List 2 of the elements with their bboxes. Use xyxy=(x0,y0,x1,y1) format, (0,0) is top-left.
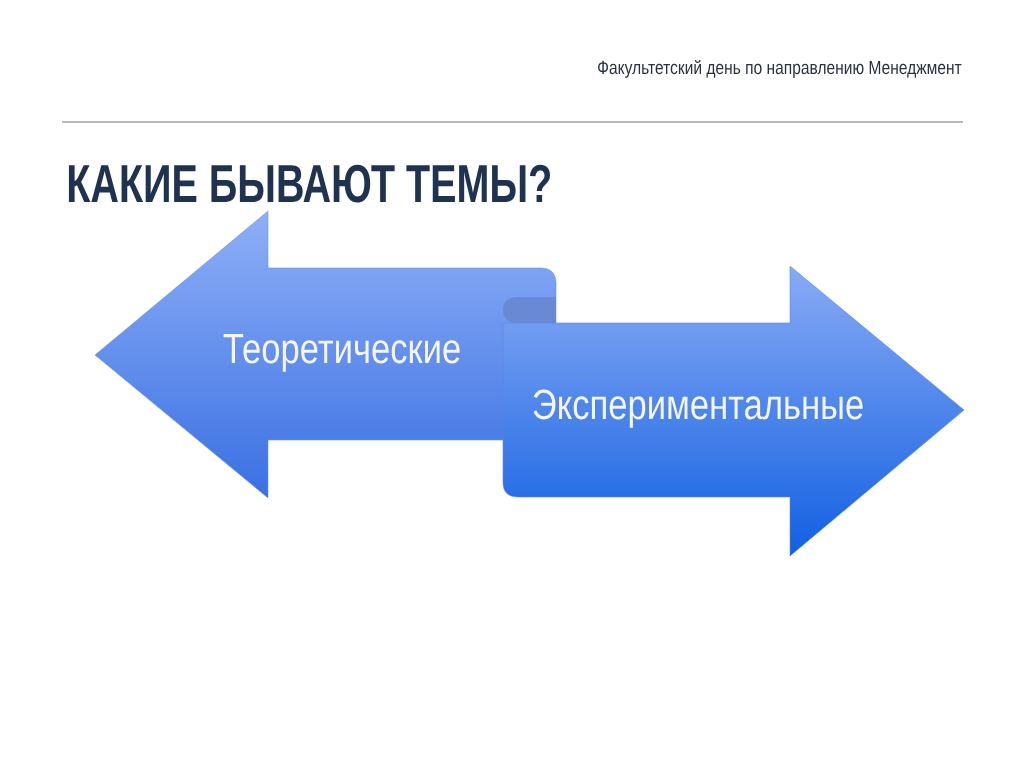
header-text: Факультетский день по направлению Менеджмент xyxy=(598,59,962,78)
slide-title: КАКИЕ БЫВАЮТ ТЕМЫ? xyxy=(68,164,550,203)
